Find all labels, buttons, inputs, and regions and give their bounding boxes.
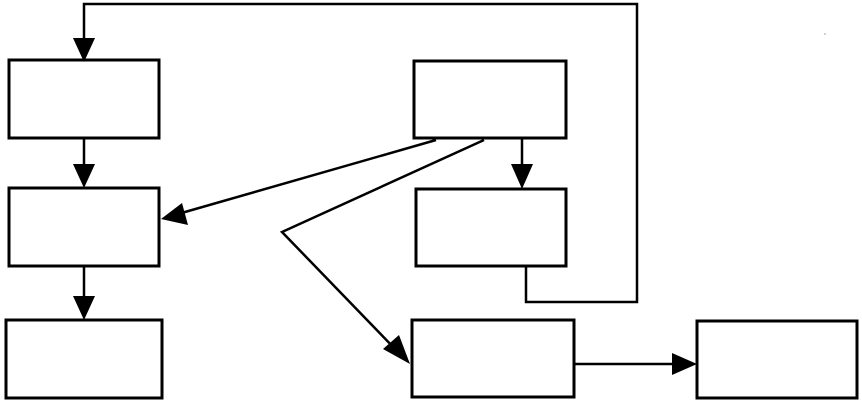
box-bottom-left [4, 318, 164, 400]
box-middle-center [414, 187, 568, 268]
box-top-center [412, 59, 568, 140]
arrowhead-top-center-to-bottom-center [383, 335, 410, 364]
arrowhead-bottom-center-to-bottom-right [672, 353, 697, 375]
box-bottom-right [695, 319, 859, 400]
arrowhead-feedback-loop [73, 38, 95, 62]
box-middle-left [7, 186, 161, 268]
edge-top-center-to-middle-left [177, 138, 437, 216]
arrowhead-top-center-to-middle-center [511, 164, 533, 189]
box-bottom-center [410, 318, 576, 399]
box-top-left [7, 58, 161, 140]
arrowhead-top-center-to-middle-left [161, 203, 188, 225]
arrowhead-middle-left-to-bottom-left [73, 296, 95, 320]
arrowhead-top-left-to-middle-left [73, 164, 95, 188]
edge-top-center-to-bottom-center [279, 138, 485, 353]
speck-mark [824, 33, 826, 35]
edge-feedback-loop [82, 2, 639, 304]
